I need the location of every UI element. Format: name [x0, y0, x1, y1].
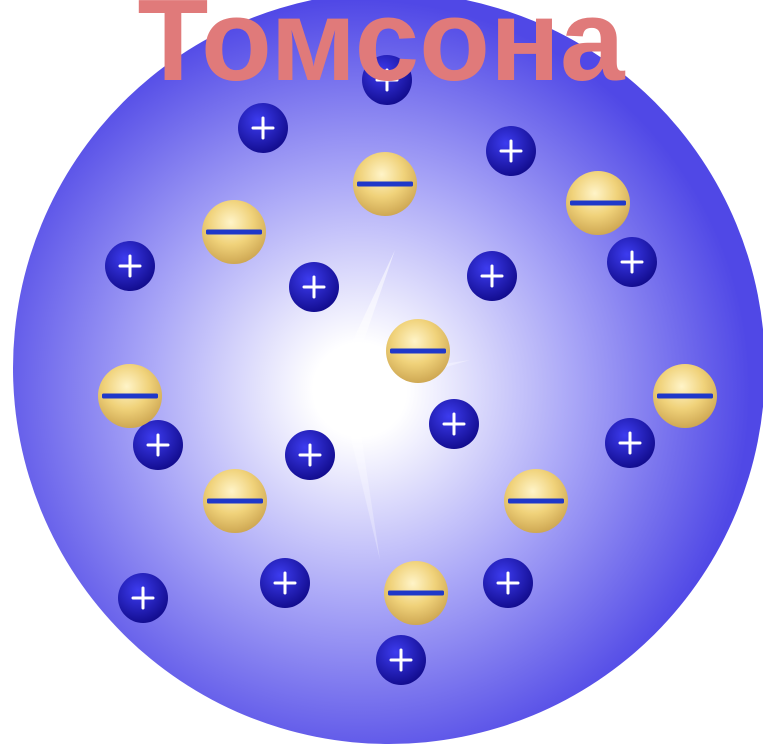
proton-charge: [289, 262, 339, 312]
electron-charge: [202, 200, 266, 264]
proton-charge: [133, 420, 183, 470]
electron-charge: [98, 364, 162, 428]
proton-charge: [285, 430, 335, 480]
electron-charge: [384, 561, 448, 625]
minus-icon: [206, 230, 262, 235]
electron-charge: [203, 469, 267, 533]
proton-charge: [467, 251, 517, 301]
proton-charge: [238, 103, 288, 153]
minus-icon: [657, 394, 713, 399]
proton-charge: [376, 635, 426, 685]
proton-charge: [605, 418, 655, 468]
diagram-title: Томсона: [137, 0, 626, 105]
minus-icon: [390, 349, 446, 354]
minus-icon: [508, 499, 564, 504]
electron-charge: [504, 469, 568, 533]
proton-charge: [429, 399, 479, 449]
electron-charge: [353, 152, 417, 216]
proton-charge: [118, 573, 168, 623]
minus-icon: [388, 591, 444, 596]
minus-icon: [207, 499, 263, 504]
proton-charge: [260, 558, 310, 608]
minus-icon: [102, 394, 158, 399]
proton-charge: [486, 126, 536, 176]
proton-charge: [105, 241, 155, 291]
proton-charge: [607, 237, 657, 287]
minus-icon: [357, 182, 413, 187]
proton-charge: [483, 558, 533, 608]
electron-charge: [653, 364, 717, 428]
electron-charge: [566, 171, 630, 235]
electron-charge: [386, 319, 450, 383]
minus-icon: [570, 201, 626, 206]
